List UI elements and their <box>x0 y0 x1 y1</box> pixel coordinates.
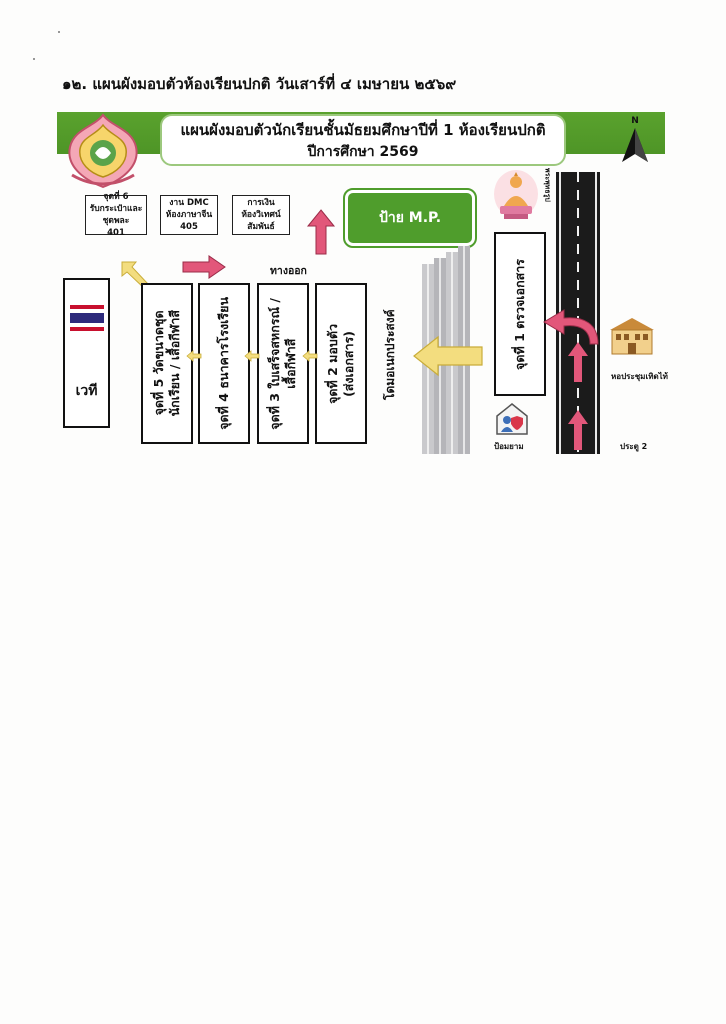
road-up-arrow-icon <box>568 342 588 382</box>
buddha-shrine-icon <box>494 170 538 219</box>
dome-label-wrap: โดมอเนกประสงค์ <box>378 290 402 420</box>
shrine-label-wrap: พระพุทธรูป <box>541 168 555 230</box>
mp-sign: ป้าย M.P. <box>343 188 477 248</box>
flow-left-arrow-icon <box>244 350 260 362</box>
station-1-label: จุดที่ 1 ตรวจเอกสาร <box>512 258 527 370</box>
station-2-label: จุดที่ 2 มอบตัว (ส่งเอกสาร) <box>325 323 356 404</box>
station-4-label: จุดที่ 4 ธนาคารโรงเรียน <box>216 297 231 430</box>
dome-label: โดมอเนกประสงค์ <box>383 309 397 401</box>
road-up-arrow-icon <box>568 410 588 450</box>
shrine-label: พระพุทธรูป <box>543 168 552 202</box>
north-arrow-icon <box>622 128 648 162</box>
stage-label: เวที <box>75 383 98 399</box>
entry-left-arrow-icon <box>413 335 483 377</box>
north-compass: N <box>620 116 650 166</box>
map-title-line1: แผนผังมอบตัวนักเรียนชั้นมัธยมศึกษาปีที่ … <box>180 121 546 139</box>
station-5-box: จุดที่ 5 วัดขนาดชุด นักเรียน / เสื้อกีฬา… <box>141 283 193 444</box>
school-logo-icon <box>68 113 138 189</box>
guard-label: ป้อมยาม <box>494 442 524 451</box>
exit-up-arrow-icon <box>306 209 336 255</box>
station-3-box: จุดที่ 3 ใบเสร็จสหกรณ์ / เสื้อกีฬาสี <box>257 283 309 444</box>
map-title-line2: ปีการศึกษา 2569 <box>307 144 419 160</box>
page-heading: ๑๒. แผนผังมอบตัวห้องเรียนปกติ วันเสาร์ที… <box>62 75 457 93</box>
scan-speck <box>58 31 60 33</box>
compass-label: N <box>631 116 639 126</box>
turn-left-arrow-icon <box>543 309 599 345</box>
assembly-hall-icon <box>610 318 654 355</box>
thai-flag-icon <box>70 305 104 331</box>
dmc-box: งาน DMC ห้องภาษาจีน 405 <box>160 195 218 235</box>
flow-left-arrow-icon <box>302 350 318 362</box>
station-4-box: จุดที่ 4 ธนาคารโรงเรียน <box>198 283 250 444</box>
scan-speck <box>33 58 35 60</box>
station-5-label: จุดที่ 5 วัดขนาดชุด นักเรียน / เสื้อกีฬา… <box>151 310 182 417</box>
station-3-label: จุดที่ 3 ใบเสร็จสหกรณ์ / เสื้อกีฬาสี <box>267 297 298 430</box>
map-title: แผนผังมอบตัวนักเรียนชั้นมัธยมศึกษาปีที่ … <box>160 114 566 166</box>
finance-box: การเงิน ห้องวิเทศน์ สัมพันธ์ <box>232 195 290 235</box>
stage-box: เวที <box>63 278 110 428</box>
guard-house-icon <box>496 403 528 435</box>
station-6-box: จุดที่ 6 รับกระเป๋าและ ชุดพละ 401 <box>85 192 147 238</box>
flow-right-arrow-icon <box>182 255 226 279</box>
station-1-box: จุดที่ 1 ตรวจเอกสาร <box>494 232 546 396</box>
exit-label: ทางออก <box>270 265 307 277</box>
station-2-box: จุดที่ 2 มอบตัว (ส่งเอกสาร) <box>315 283 367 444</box>
gate-label: ประตู 2 <box>620 442 648 451</box>
hall-label: หอประชุมเทิดไท้ <box>611 372 668 381</box>
flow-left-arrow-icon <box>186 350 202 362</box>
